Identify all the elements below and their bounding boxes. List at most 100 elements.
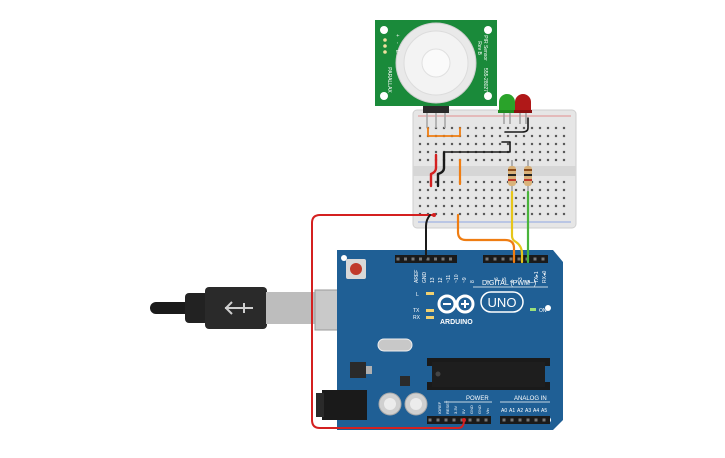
breadboard-hole <box>522 196 526 200</box>
breadboard-hole <box>538 196 542 200</box>
pin-label: TX▸1 <box>534 271 540 283</box>
pir-model-label: PIR Sensor <box>482 35 488 61</box>
header-pin-hole <box>534 418 538 422</box>
header-pin-hole <box>510 418 514 422</box>
pin-label: ~9 <box>462 277 468 283</box>
status-led-label: TX <box>413 308 420 314</box>
breadboard-hole <box>418 180 422 184</box>
breadboard-hole <box>530 204 534 208</box>
breadboard-hole <box>466 204 470 208</box>
breadboard-hole <box>514 150 518 154</box>
resistor-1 <box>508 160 516 192</box>
breadboard-hole <box>482 188 486 192</box>
crystal <box>377 338 413 352</box>
breadboard-hole <box>546 188 550 192</box>
breadboard-hole <box>442 180 446 184</box>
breadboard-hole <box>466 212 470 216</box>
breadboard-hole <box>554 158 558 162</box>
pin-label: 12 <box>438 277 444 283</box>
status-led-tx <box>426 309 434 312</box>
pin-label: IOREF <box>437 401 442 414</box>
pir-mount-hole <box>380 92 388 100</box>
pin-label: RESET <box>445 400 450 414</box>
breadboard-hole <box>514 204 518 208</box>
breadboard-hole <box>514 134 518 138</box>
header-pin-hole <box>493 257 497 261</box>
header-pin-hole <box>533 257 537 261</box>
breadboard-hole <box>514 212 518 216</box>
breadboard-hole <box>442 212 446 216</box>
pir-pin-dot <box>383 44 387 48</box>
breadboard-hole <box>562 188 566 192</box>
pin-label: ~10 <box>454 274 460 283</box>
breadboard-hole <box>482 126 486 130</box>
arduino-uno: AREF GND 13 12 ~11 ~10 ~9 8 7 ~6 ~5 4 ~3… <box>316 250 563 430</box>
breadboard-hole <box>466 126 470 130</box>
breadboard-hole <box>546 134 550 138</box>
breadboard-hole <box>426 180 430 184</box>
pin-label: GND <box>477 405 482 414</box>
breadboard-hole <box>498 158 502 162</box>
header-pin-hole <box>518 418 522 422</box>
led-green-body <box>499 94 515 112</box>
uno-badge <box>480 291 524 313</box>
breadboard-hole <box>490 188 494 192</box>
breadboard-hole <box>474 204 478 208</box>
breadboard-hole <box>498 196 502 200</box>
led-red-rim <box>514 110 532 113</box>
breadboard-hole <box>482 212 486 216</box>
dc-barrel-jack <box>322 390 367 420</box>
header-pin-hole <box>542 418 546 422</box>
breadboard-hole <box>490 212 494 216</box>
pin-label: A5 <box>541 408 547 414</box>
pin-label: 7 <box>486 280 492 283</box>
arduino-mount-hole <box>341 255 347 261</box>
breadboard-hole <box>562 142 566 146</box>
breadboard-hole <box>498 134 502 138</box>
wire-black-breadboard <box>436 151 446 188</box>
breadboard-hole <box>514 142 518 146</box>
voltage-regulator-tab <box>366 366 372 374</box>
digital-header-right <box>483 255 548 263</box>
pir-part-number: 555-28027 <box>482 68 488 92</box>
breadboard-hole <box>466 142 470 146</box>
breadboard-hole <box>474 212 478 216</box>
breadboard-hole <box>466 196 470 200</box>
breadboard-hole <box>490 126 494 130</box>
breadboard-hole <box>562 126 566 130</box>
capacitor-top <box>384 398 396 410</box>
breadboard-hole <box>538 180 542 184</box>
breadboard-hole <box>554 188 558 192</box>
pir-pin-dot <box>383 38 387 42</box>
wire-black-red-led <box>504 117 529 133</box>
breadboard-hole <box>554 150 558 154</box>
power-pin-labels: IOREF RESET 3.3V 5V GND GND Vin <box>437 400 490 414</box>
brand-label: ARDUINO <box>440 319 473 326</box>
breadboard-hole <box>522 204 526 208</box>
pin-label: 5V <box>461 409 466 414</box>
breadboard-hole <box>426 196 430 200</box>
pir-pin-label: - <box>394 42 400 44</box>
breadboard-hole <box>490 142 494 146</box>
breadboard-hole <box>490 204 494 208</box>
breadboard-hole <box>538 158 542 162</box>
breadboard-hole <box>506 142 510 146</box>
breadboard-hole <box>450 180 454 184</box>
wire-orange-pir <box>427 127 461 137</box>
breadboard-hole <box>490 196 494 200</box>
header-pin-hole <box>449 257 452 261</box>
wire-black-led-ground <box>443 141 511 153</box>
usb-cable-tail <box>150 302 192 314</box>
breadboard-hole <box>482 196 486 200</box>
breadboard-hole <box>458 196 462 200</box>
breadboard-hole <box>498 212 502 216</box>
breadboard-hole <box>490 158 494 162</box>
breadboard-hole <box>554 212 558 216</box>
breadboard-hole <box>434 204 438 208</box>
reset-button[interactable] <box>350 263 362 275</box>
breadboard-hole <box>442 196 446 200</box>
breadboard-hole <box>442 188 446 192</box>
header-pin-hole <box>485 257 489 261</box>
capacitor-top <box>410 398 422 410</box>
